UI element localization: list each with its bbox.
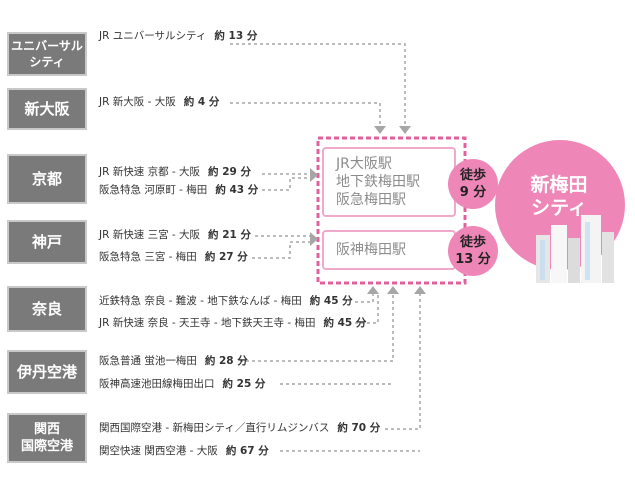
origin-kansai-line1: 関西 xyxy=(33,422,60,437)
route-text: JR ユニバーサルシティ xyxy=(99,30,207,42)
route-time: 約 43 分 xyxy=(215,184,259,196)
route-kobe-jr: JR 新快速 三宮 - 大阪約 21 分 xyxy=(99,229,251,242)
city-buildings-illustration xyxy=(536,215,614,283)
route-shinosaka-jr: JR 新大阪 - 大阪約 4 分 xyxy=(99,96,219,109)
route-text: JR 新快速 京都 - 大阪 xyxy=(99,166,201,178)
route-text: 関空快速 関西空港 - 大阪 xyxy=(99,445,218,457)
walk-label: 徒歩 xyxy=(459,235,486,250)
route-time: 約 29 分 xyxy=(208,166,251,178)
route-kansai-jr: 関空快速 関西空港 - 大阪約 67 分 xyxy=(99,445,269,458)
route-lines xyxy=(230,43,421,452)
station-group-osaka-umeda: JR大阪駅 地下鉄梅田駅 阪急梅田駅 xyxy=(322,147,456,217)
origin-itami: 伊丹空港 xyxy=(9,352,85,392)
route-time: 約 45 分 xyxy=(323,317,367,329)
route-kansai-limousine: 関西国際空港 - 新梅田シティ／直行リムジンバス約 70 分 xyxy=(99,422,380,435)
origin-itami-label: 伊丹空港 xyxy=(16,362,77,381)
route-text: JR 新大阪 - 大阪 xyxy=(99,96,176,108)
route-text: 阪神高速池田線梅田出口 xyxy=(99,378,215,390)
route-kobe-hankyu: 阪急特急 三宮 - 梅田約 27 分 xyxy=(99,251,248,264)
origin-usj-line2: シティ xyxy=(29,55,65,69)
route-text: 近鉄特急 奈良 - 難波 - 地下鉄なんば - 梅田 xyxy=(99,295,302,307)
route-time: 約 13 分 xyxy=(214,30,258,42)
walk-time-badge-1: 徒歩 9 分 xyxy=(448,159,498,209)
route-usj-jr: JR ユニバーサルシティ約 13 分 xyxy=(99,30,257,43)
route-nara-kintetsu: 近鉄特急 奈良 - 難波 - 地下鉄なんば - 梅田約 45 分 xyxy=(99,295,353,308)
station-hankyu-umeda: 阪急梅田駅 xyxy=(336,192,406,208)
origin-kyoto-label: 京都 xyxy=(31,169,62,188)
route-text: JR 新快速 奈良 - 天王寺 - 地下鉄天王寺 - 梅田 xyxy=(99,317,316,329)
station-hanshin-umeda: 阪神梅田駅 xyxy=(336,242,406,258)
station-subway-umeda: 地下鉄梅田駅 xyxy=(336,174,420,190)
station-group-hanshin-umeda: 阪神梅田駅 xyxy=(322,230,456,270)
destination-title-line2: シティ xyxy=(531,197,587,219)
route-text: JR 新快速 三宮 - 大阪 xyxy=(99,229,201,241)
route-itami-expressway: 阪神高速池田線梅田出口約 25 分 xyxy=(99,378,265,391)
walk-time-badge-2: 徒歩 13 分 xyxy=(448,226,498,276)
route-itami-hankyu: 阪急普通 蛍池一梅田約 28 分 xyxy=(99,355,248,368)
route-time: 約 25 分 xyxy=(222,378,266,390)
origin-usj-line1: ユニバーサル xyxy=(11,39,83,53)
origin-nara-label: 奈良 xyxy=(31,299,62,318)
route-text: 阪急普通 蛍池一梅田 xyxy=(99,355,197,367)
route-text: 阪急特急 河原町 - 梅田 xyxy=(99,184,208,196)
origin-nara: 奈良 xyxy=(9,288,85,330)
walk-time: 9 分 xyxy=(459,185,487,200)
stations-dashed-frame xyxy=(316,136,467,285)
destination-title-line1: 新梅田 xyxy=(530,174,588,196)
route-text: 阪急特急 三宮 - 梅田 xyxy=(99,251,197,263)
route-time: 約 45 分 xyxy=(309,295,353,307)
station-jr-osaka: JR大阪駅 xyxy=(336,156,392,172)
origin-shinosaka: 新大阪 xyxy=(9,90,85,128)
route-kyoto-hankyu: 阪急特急 河原町 - 梅田約 43 分 xyxy=(99,184,258,197)
route-time: 約 21 分 xyxy=(208,229,251,241)
origin-usj: ユニバーサル シティ xyxy=(9,34,85,74)
route-time: 約 70 分 xyxy=(337,422,381,434)
route-text: 関西国際空港 - 新梅田シティ／直行リムジンバス xyxy=(99,422,330,434)
origin-kansai-line2: 国際空港 xyxy=(20,439,73,454)
walk-label: 徒歩 xyxy=(459,168,486,183)
origin-shinosaka-label: 新大阪 xyxy=(24,99,70,118)
route-time: 約 27 分 xyxy=(204,251,248,263)
route-time: 約 4 分 xyxy=(183,96,220,108)
origin-kobe: 神戸 xyxy=(9,222,85,262)
route-nara-jr: JR 新快速 奈良 - 天王寺 - 地下鉄天王寺 - 梅田約 45 分 xyxy=(99,317,366,330)
origin-kobe-label: 神戸 xyxy=(31,232,62,251)
origin-kansai: 関西 国際空港 xyxy=(9,415,85,461)
route-time: 約 28 分 xyxy=(204,355,248,367)
route-kyoto-jr: JR 新快速 京都 - 大阪約 29 分 xyxy=(99,166,251,179)
destination-title: 新梅田 シティ xyxy=(504,174,614,220)
origin-kyoto: 京都 xyxy=(9,156,85,202)
route-arrowheads xyxy=(310,126,426,294)
walk-time: 13 分 xyxy=(455,252,491,267)
route-time: 約 67 分 xyxy=(225,445,269,457)
